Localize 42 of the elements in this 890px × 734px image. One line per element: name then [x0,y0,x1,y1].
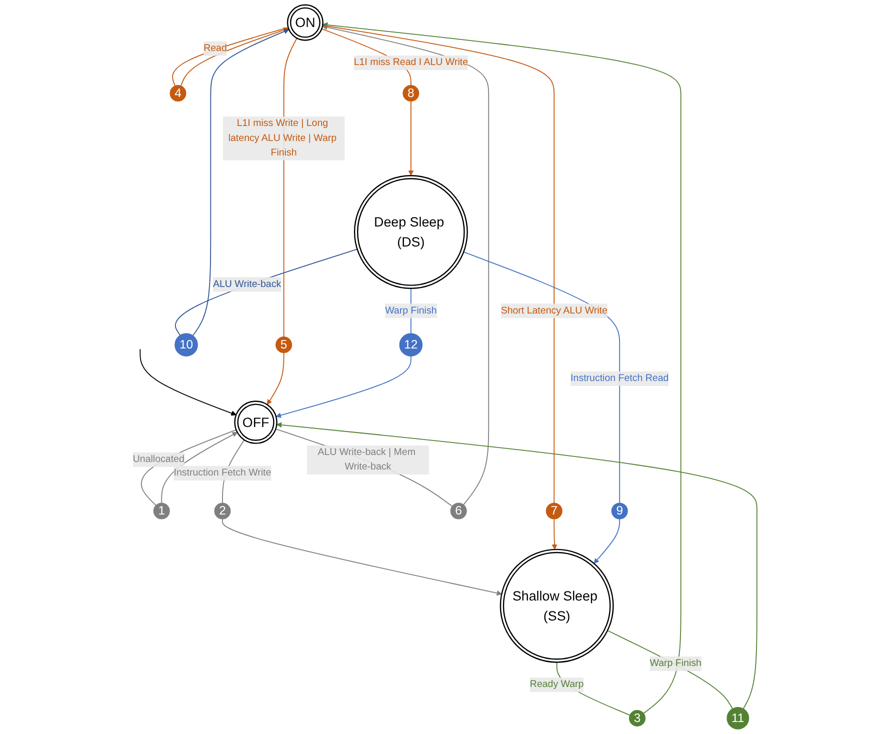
node-circle: 5 [276,336,292,354]
node-circle: OFF [234,400,278,444]
node-circle: 1 [153,502,170,520]
arrow [140,348,236,416]
arrow [276,356,412,418]
edge-label: Warp Finish [650,658,702,669]
node-circle: ON [287,4,324,41]
node-circle: Deep Sleep (DS) [354,175,468,289]
connector [607,630,734,710]
edge-label: Unallocated [132,454,184,465]
arrow [276,422,758,710]
node-circle: 4 [170,85,186,102]
node-circle: 6 [450,502,467,520]
arrow [192,28,290,336]
edge-label: Instruction Fetch Write [174,468,272,478]
node-circle: 7 [546,502,562,520]
node-circle: 11 [726,707,750,730]
edge-label: Instruction Fetch Read [570,373,669,384]
edge-label: Warp Finish [385,305,437,316]
arrow [408,100,414,176]
arrow [552,518,558,550]
node-circle: Shallow Sleep (SS) [500,548,614,663]
node-circle: 8 [402,85,420,102]
edge-label: ALU Write-back | Mem Write-back [318,447,416,472]
arrow [322,22,682,714]
arrow [267,352,284,405]
node-circle: 9 [611,502,628,520]
arrow [222,518,502,596]
edge-label: Short Latency ALU Write [500,305,608,316]
edge-label: ALU Write-back [213,278,282,290]
node-circle: 3 [629,710,646,726]
connector [275,428,453,507]
node-circle: 2 [214,502,231,520]
node-circle: 10 [174,333,198,356]
arrow [594,518,620,564]
edge-label: Ready Warp [530,679,584,690]
node-circle: 12 [399,333,423,356]
connector [463,251,620,504]
edge-label: L1I miss Write | Long latency ALU Write | Warp Finish [228,118,337,158]
connector [175,248,358,336]
edge-label: L1I miss Read I ALU Write [354,57,468,68]
edge-label: Read [204,43,228,54]
